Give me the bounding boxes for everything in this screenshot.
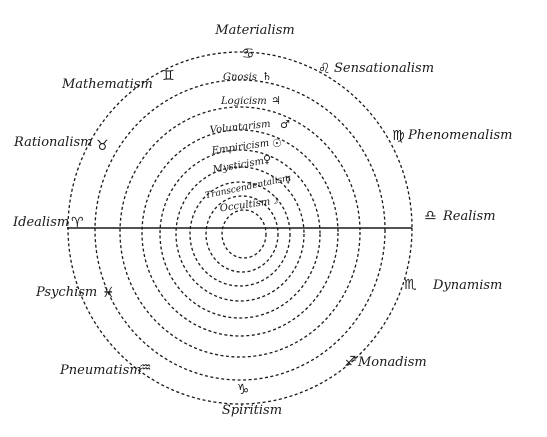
ring-4 [141, 129, 339, 337]
scorpio-symbol-icon: ♏ [404, 277, 417, 293]
worldview-left-lower-label: Psychism [35, 285, 97, 300]
ring-3 [119, 106, 361, 358]
sagittarius-symbol-icon: ♐ [344, 354, 357, 370]
libra-symbol-icon: ♎ [424, 208, 437, 224]
soul-mood-voluntarism-label: Voluntarism [209, 119, 271, 136]
worldview-top-label: Materialism [214, 23, 294, 38]
virgo-symbol-icon: ♍ [392, 128, 405, 144]
worldview-upper-left-label: Mathematism [61, 77, 153, 92]
worldview-right-label: Realism [442, 209, 496, 224]
cancer-symbol-icon: ♋ [242, 46, 255, 62]
leo-symbol-icon: ♌ [318, 61, 331, 77]
worldview-left-upper-label: Rationalism [13, 135, 92, 150]
ring-9 [221, 209, 267, 259]
soul-mood-occultism-label: Occultism [219, 196, 271, 214]
mars-symbol-icon: ♂ [280, 118, 290, 131]
worldview-upper-right-label: Sensationalism [334, 61, 434, 76]
mercury-symbol-icon: ☿ [285, 175, 291, 186]
taurus-symbol-icon: ♉ [96, 138, 109, 154]
ring-2 [94, 79, 386, 381]
pisces-symbol-icon: ♓ [102, 285, 115, 301]
soul-mood-labels: Gnosis ♄ Logicism ♃ Voluntarism ♂ Empiri… [204, 70, 291, 214]
soul-mood-empiricism-label: Empiricism [210, 138, 270, 157]
worldview-right-lower-label: Dynamism [432, 278, 502, 293]
jupiter-symbol-icon: ♃ [271, 94, 281, 107]
aquarius-symbol-icon: ♒ [139, 360, 152, 376]
ring-5 [159, 149, 321, 319]
worldview-bottom-label: Spiritism [222, 403, 282, 418]
ring-8 [205, 195, 279, 273]
gemini-symbol-icon: ♊ [162, 68, 175, 84]
sun-symbol-icon: ☉ [272, 137, 282, 150]
capricorn-symbol-icon: ♑ [237, 382, 250, 398]
soul-mood-mysticism-label: Mysticism [211, 156, 265, 176]
ring-6 [175, 166, 305, 302]
worldview-lower-left-label: Pneumatism [59, 363, 142, 378]
aries-symbol-icon: ♈ [71, 215, 84, 231]
worldview-left-label: Idealism [12, 215, 69, 230]
worldview-right-upper-label: Phenomenalism [407, 128, 512, 143]
worldview-lower-right-label: Monadism [357, 355, 427, 370]
saturn-symbol-icon: ♄ [262, 70, 272, 83]
soul-mood-logicism-label: Logicism [220, 96, 267, 107]
moon-symbol-icon: ☽ [270, 196, 279, 207]
venus-symbol-icon: ♀ [263, 153, 271, 166]
ring-7 [189, 181, 291, 287]
soul-mood-gnosis-label: Gnosis [223, 72, 257, 83]
